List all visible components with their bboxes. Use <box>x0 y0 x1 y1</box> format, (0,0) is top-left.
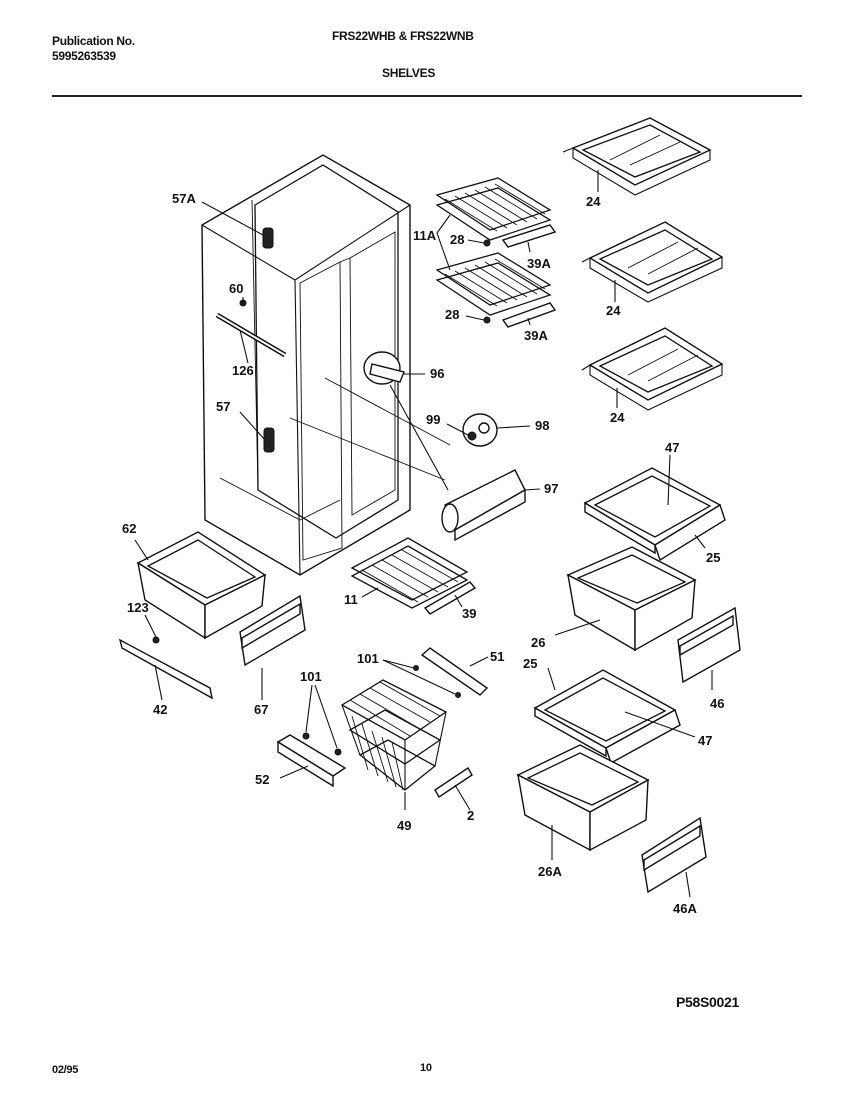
callout-46A: 46A <box>673 901 697 916</box>
callout-98: 98 <box>535 418 549 433</box>
footer-date: 02/95 <box>52 1064 79 1076</box>
callout-25-upper: 25 <box>706 550 720 565</box>
callout-39: 39 <box>462 606 476 621</box>
callout-126: 126 <box>232 363 254 378</box>
part-62-pan <box>134 531 267 640</box>
callout-47-upper: 47 <box>665 440 679 455</box>
callout-39A-upper: 39A <box>527 256 551 271</box>
part-96-hinge <box>363 351 449 491</box>
part-67-drawer-front <box>239 594 306 700</box>
callout-101-upper: 101 <box>357 651 379 666</box>
callout-46: 46 <box>710 696 724 711</box>
callout-39A-lower: 39A <box>524 328 548 343</box>
callout-42: 42 <box>153 702 167 717</box>
part-98-cam <box>446 413 531 447</box>
part-51-strip <box>382 647 489 698</box>
part-47-crisper-cover-lower <box>533 667 696 765</box>
callout-123: 123 <box>127 600 149 615</box>
callout-97: 97 <box>544 481 558 496</box>
callout-24-middle: 24 <box>606 303 621 318</box>
callout-28-lower: 28 <box>445 307 459 322</box>
callout-60: 60 <box>229 281 243 296</box>
callout-99: 99 <box>426 412 440 427</box>
callout-49: 49 <box>397 818 411 833</box>
header-rule <box>52 95 802 97</box>
callout-57: 57 <box>216 399 230 414</box>
callout-67: 67 <box>254 702 268 717</box>
part-46A-drawer-front <box>641 816 707 898</box>
callout-24-top: 24 <box>586 194 601 209</box>
callout-62: 62 <box>122 521 136 536</box>
part-26A-crisper-pan <box>516 744 650 860</box>
section-title: SHELVES <box>382 66 436 80</box>
part-24-glass-shelf-2 <box>581 221 724 303</box>
callout-25-lower: 25 <box>523 656 537 671</box>
page-number: 10 <box>420 1062 432 1074</box>
part-24-glass-shelf-3 <box>581 327 724 411</box>
part-57A-bracket <box>262 227 274 249</box>
publication-label: Publication No. <box>52 34 135 48</box>
part-101-screws <box>302 684 342 756</box>
callout-11: 11 <box>344 592 358 607</box>
publication-number: 5995263539 <box>52 49 116 63</box>
part-57-bracket <box>263 427 275 453</box>
model-numbers: FRS22WHB & FRS22WNB <box>332 29 474 43</box>
part-11-wire-shelf <box>350 537 477 615</box>
callout-24-bottom: 24 <box>610 410 625 425</box>
part-97-cover <box>441 469 541 542</box>
part-46-drawer-front <box>677 606 741 690</box>
callout-2: 2 <box>467 808 474 823</box>
callout-96: 96 <box>430 366 444 381</box>
part-24-glass-shelf-1 <box>562 117 712 196</box>
part-49-wire-basket <box>340 679 448 810</box>
callout-11A: 11A <box>413 228 437 243</box>
part-47-crisper-cover-upper <box>583 454 726 562</box>
callout-28-upper: 28 <box>450 232 464 247</box>
callout-52: 52 <box>255 772 269 787</box>
part-11A-wire-shelf-lower <box>435 252 557 328</box>
callout-51: 51 <box>490 649 504 664</box>
callout-47-lower: 47 <box>698 733 712 748</box>
cabinet-liner <box>201 154 411 576</box>
part-26-crisper-pan <box>554 546 697 652</box>
part-2-clip <box>434 767 473 811</box>
callout-26A: 26A <box>538 864 562 879</box>
callout-57A: 57A <box>172 191 196 206</box>
part-52-bracket <box>276 734 347 788</box>
callout-26: 26 <box>531 635 545 650</box>
part-42-rail <box>118 614 213 701</box>
drawing-id: P58S0021 <box>676 994 739 1010</box>
callout-101-lower: 101 <box>300 669 322 684</box>
part-11A-wire-shelf-upper <box>435 177 557 248</box>
